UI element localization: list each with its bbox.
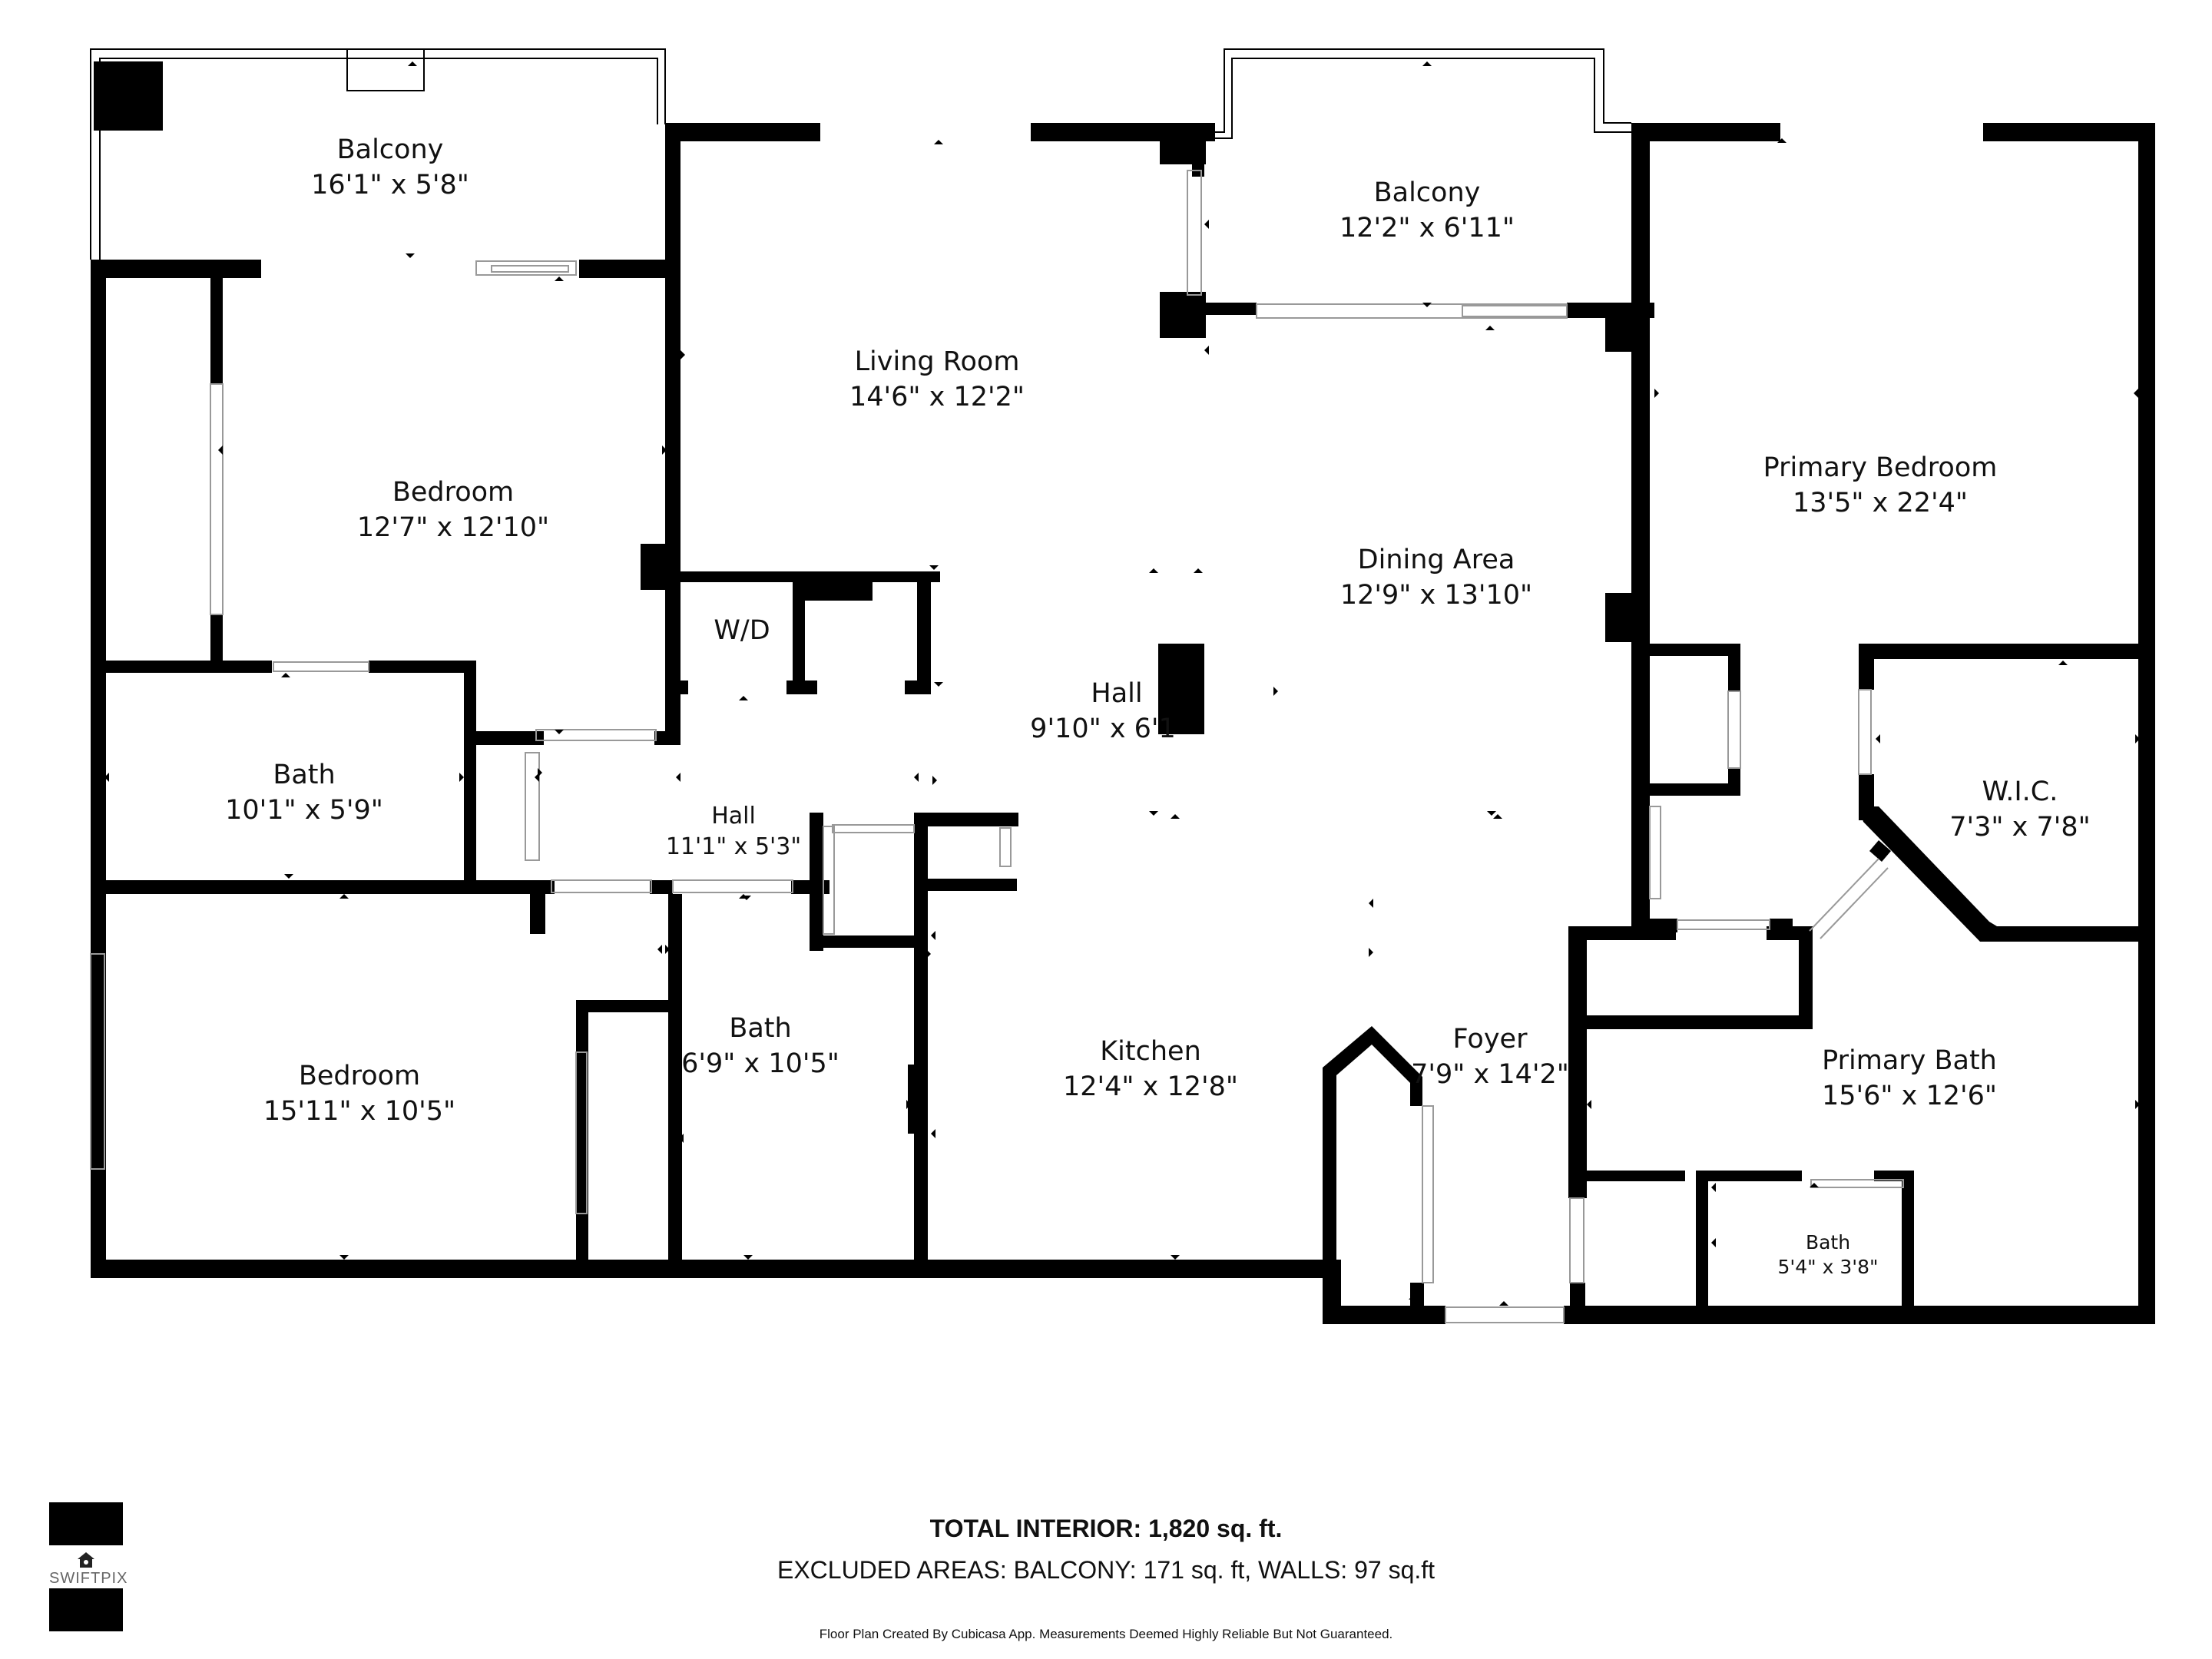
bath-left-size: 10'1" x 5'9" — [225, 795, 383, 826]
dining-area-size: 12'9" x 13'10" — [1340, 580, 1532, 611]
logo-brand-text: SWIFTPIX — [49, 1570, 128, 1587]
kitchen-size: 12'4" x 12'8" — [1063, 1071, 1238, 1102]
primary-bath-size: 15'6" x 12'6" — [1822, 1081, 1997, 1111]
walls — [91, 61, 2155, 1324]
bedroom-top-name: Bedroom — [392, 477, 514, 508]
balcony-railings — [90, 48, 1631, 260]
primary-bedroom-name: Primary Bedroom — [1763, 452, 1998, 483]
hall-small-size: 11'1" x 5'3" — [666, 833, 801, 860]
wic-size: 7'3" x 7'8" — [1949, 812, 2090, 843]
bath-mid-name: Bath — [729, 1013, 791, 1044]
total-interior-label: TOTAL INTERIOR: 1,820 sq. ft. — [929, 1515, 1283, 1542]
bath-mid-size: 6'9" x 10'5" — [681, 1048, 839, 1079]
kitchen-name: Kitchen — [1100, 1036, 1201, 1067]
bedroom-top-size: 12'7" x 12'10" — [357, 512, 549, 543]
foyer-size: 7'9" x 14'2" — [1411, 1059, 1569, 1090]
living-room-name: Living Room — [855, 346, 1020, 377]
dining-area-name: Dining Area — [1358, 545, 1515, 575]
excluded-areas-label: EXCLUDED AREAS: BALCONY: 171 sq. ft, WAL… — [777, 1556, 1435, 1584]
logo-block-top — [49, 1502, 123, 1545]
logo-block-bottom — [49, 1588, 123, 1631]
door-markers — [104, 61, 2140, 1315]
wic-name: W.I.C. — [1982, 777, 2058, 807]
disclaimer-text: Floor Plan Created By Cubicasa App. Meas… — [819, 1627, 1393, 1641]
bedroom-bottom-name: Bedroom — [299, 1061, 420, 1091]
swiftpix-logo: SWIFTPIX — [49, 1502, 128, 1631]
bath-left-name: Bath — [273, 760, 335, 790]
living-room-size: 14'6" x 12'2" — [849, 382, 1025, 412]
bedroom-bottom-size: 15'11" x 10'5" — [263, 1096, 455, 1127]
foyer-name: Foyer — [1453, 1024, 1528, 1055]
hall-main-name: Hall — [1091, 678, 1142, 709]
balcony-center-name: Balcony — [1374, 177, 1481, 208]
balcony-center-size: 12'2" x 6'11" — [1339, 213, 1515, 243]
hall-main-size: 9'10" x 6'1 — [1030, 714, 1176, 744]
bath-small-size: 5'4" x 3'8" — [1777, 1256, 1878, 1278]
primary-bedroom-size: 13'5" x 22'4" — [1793, 488, 1968, 518]
balcony-left-name: Balcony — [337, 134, 444, 165]
house-icon — [78, 1552, 94, 1568]
wd-name: W/D — [714, 615, 770, 646]
balcony-left-size: 16'1" x 5'8" — [311, 170, 469, 200]
room-labels: Balcony 16'1" x 5'8" Bedroom 12'7" x 12'… — [225, 134, 2091, 1278]
bath-small-name: Bath — [1806, 1231, 1850, 1253]
hall-small-name: Hall — [711, 803, 756, 830]
windows — [90, 170, 1904, 1323]
primary-bath-name: Primary Bath — [1822, 1045, 1997, 1076]
